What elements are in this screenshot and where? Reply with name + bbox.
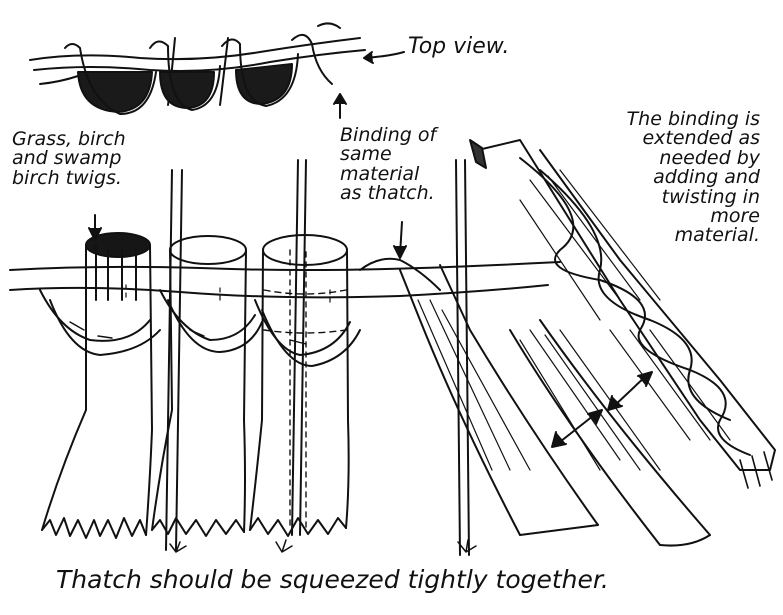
ground-tufts (170, 540, 476, 552)
top-view-diagram (30, 23, 404, 118)
bundle-3 (250, 235, 349, 536)
caption: Thatch should be squeezed tightly togeth… (56, 567, 609, 593)
top-view-label: Top view. (408, 36, 509, 58)
bundle-5 (510, 320, 710, 546)
bundle-4 (400, 265, 598, 535)
twisted-binding (10, 259, 560, 366)
binding-extended-label: The binding is extended as needed by add… (550, 110, 760, 246)
binding-same-material-label: Binding of same material as thatch. (340, 126, 436, 204)
materials-label: Grass, birch and swamp birch twigs. (12, 130, 126, 188)
bundle-1 (42, 233, 152, 538)
pointer-arrows (89, 215, 652, 447)
